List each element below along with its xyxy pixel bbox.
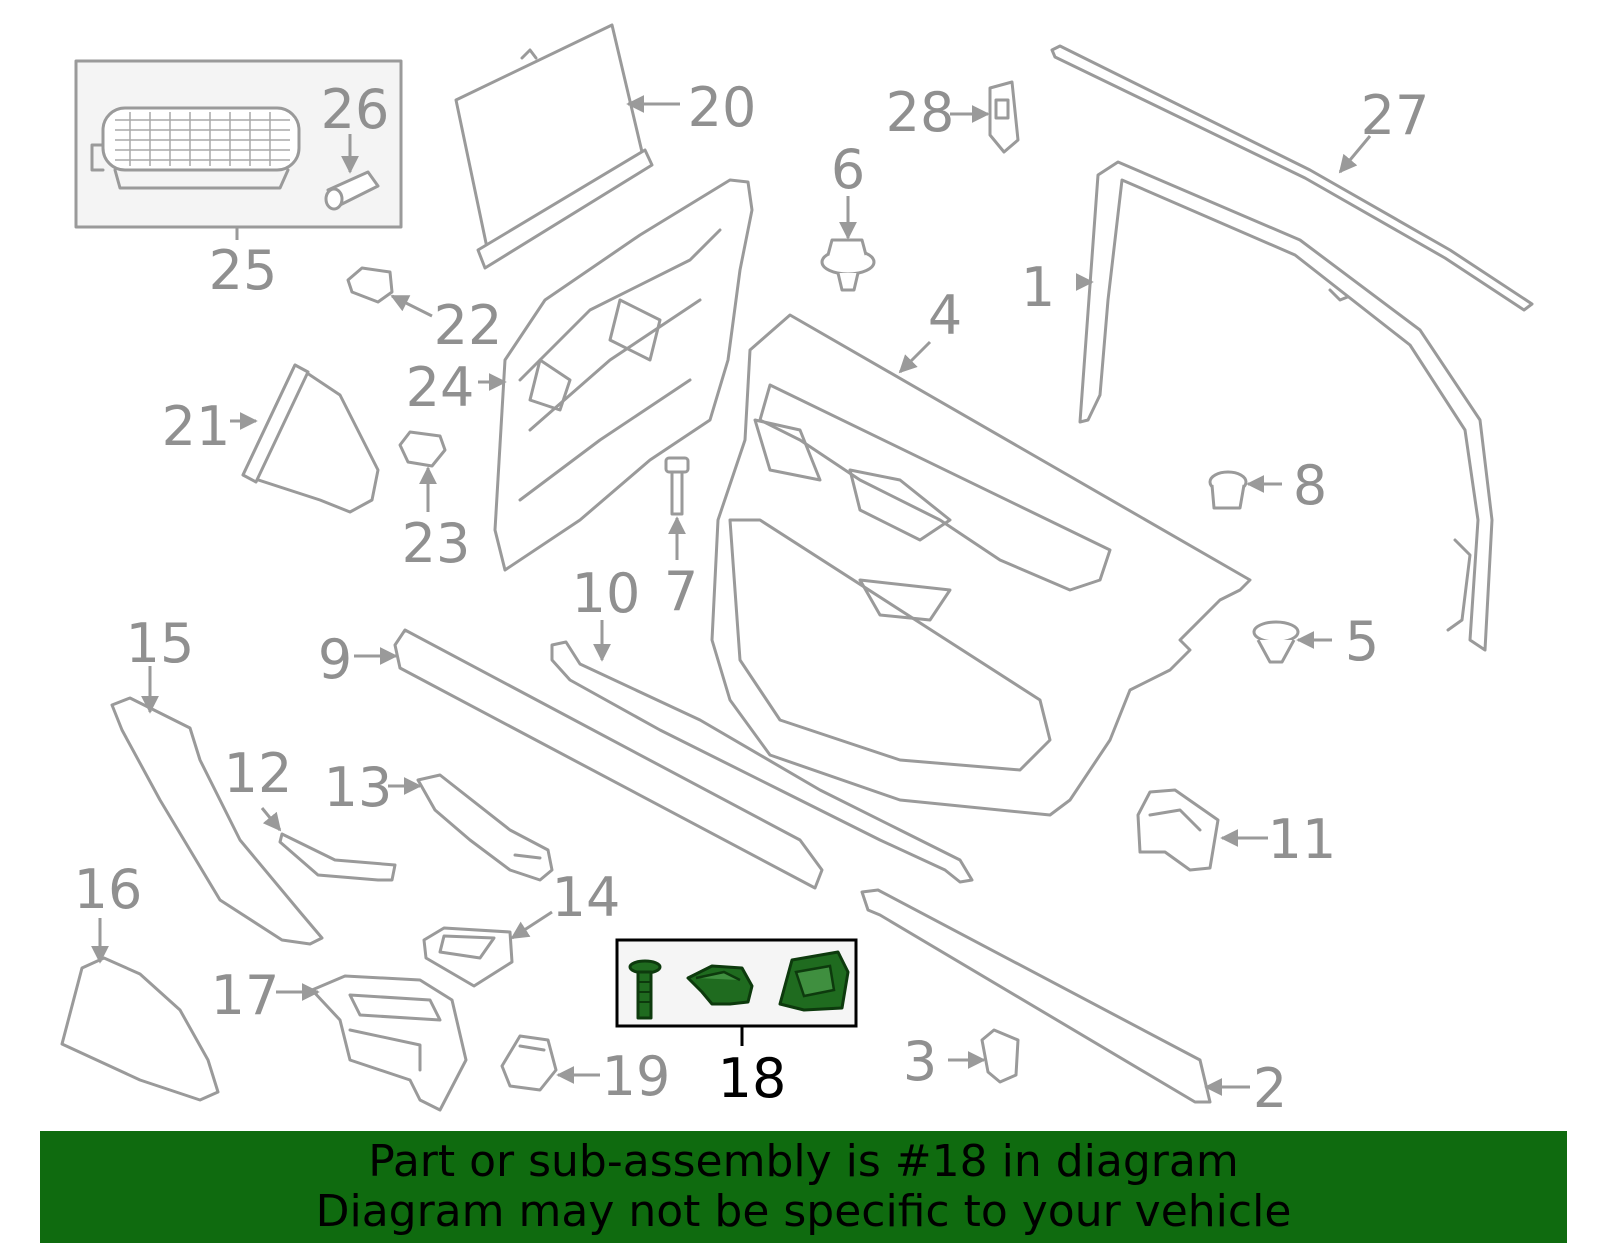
part-21[interactable] [241, 363, 380, 514]
info-banner: Part or sub-assembly is #18 in diagram D… [40, 1131, 1567, 1243]
callout-22: 22 [434, 294, 503, 357]
part-5[interactable] [1252, 620, 1300, 664]
part-4[interactable] [710, 313, 1252, 817]
callout-11: 11 [1268, 808, 1337, 871]
part-14[interactable] [422, 926, 514, 988]
part-6[interactable] [820, 238, 876, 292]
leader-22 [390, 294, 433, 318]
callout-9: 9 [318, 628, 352, 691]
callout-15: 15 [126, 612, 195, 675]
part-18-group[interactable] [615, 938, 858, 1028]
callout-13: 13 [324, 756, 393, 819]
part-8[interactable] [1208, 470, 1248, 510]
callout-1: 1 [1021, 256, 1055, 319]
part-17[interactable] [310, 974, 468, 1112]
callout-28: 28 [886, 81, 955, 144]
banner-line-2: Diagram may not be specific to your vehi… [315, 1186, 1292, 1237]
callout-19: 19 [602, 1045, 671, 1108]
part-7[interactable] [664, 456, 690, 516]
grille-pattern [115, 112, 290, 166]
part-15[interactable] [110, 696, 324, 946]
leader-4 [898, 340, 932, 374]
part-18-screw [628, 959, 662, 1020]
part-18-clip [686, 964, 754, 1006]
part-9[interactable] [393, 628, 824, 890]
part-24[interactable] [493, 178, 754, 572]
leader-14 [510, 910, 553, 940]
callout-12: 12 [224, 742, 293, 805]
callout-3: 3 [903, 1030, 937, 1093]
part-11[interactable] [1136, 788, 1220, 872]
part-12[interactable] [278, 832, 397, 882]
callout-4: 4 [928, 284, 962, 347]
callout-27: 27 [1361, 84, 1430, 147]
callout-8: 8 [1293, 454, 1327, 517]
leader-27 [1338, 135, 1372, 174]
callout-25: 25 [209, 239, 278, 302]
part-18-bracket [778, 950, 850, 1012]
part-1[interactable] [1078, 160, 1494, 652]
leader-12 [260, 807, 282, 832]
callout-24: 24 [406, 356, 475, 419]
callout-6: 6 [831, 138, 865, 201]
callout-2: 2 [1253, 1057, 1287, 1120]
part-26[interactable] [324, 170, 380, 211]
callout-23: 23 [402, 512, 471, 575]
callout-14: 14 [552, 866, 621, 929]
part-20[interactable] [454, 23, 654, 270]
callout-10: 10 [572, 562, 641, 625]
part-13[interactable] [416, 773, 554, 882]
callout-18: 18 [718, 1047, 787, 1110]
part-10[interactable] [550, 640, 974, 884]
part-22[interactable] [346, 266, 394, 304]
callout-17: 17 [211, 964, 280, 1027]
callout-26: 26 [321, 78, 390, 141]
part-19[interactable] [500, 1034, 558, 1092]
part-2[interactable] [860, 888, 1212, 1104]
callout-20: 20 [688, 76, 757, 139]
part-16[interactable] [60, 956, 220, 1102]
part-25-group[interactable]: 26 25 [74, 59, 403, 302]
callout-5: 5 [1345, 610, 1379, 673]
vent-tab [90, 143, 105, 172]
part-23[interactable] [398, 430, 447, 468]
banner-line-1: Part or sub-assembly is #18 in diagram [368, 1136, 1239, 1187]
callout-7: 7 [664, 560, 698, 623]
vent-base [113, 168, 290, 190]
callout-21: 21 [162, 395, 231, 458]
part-28[interactable] [988, 80, 1020, 154]
part-3[interactable] [980, 1028, 1020, 1084]
callout-16: 16 [74, 858, 143, 921]
